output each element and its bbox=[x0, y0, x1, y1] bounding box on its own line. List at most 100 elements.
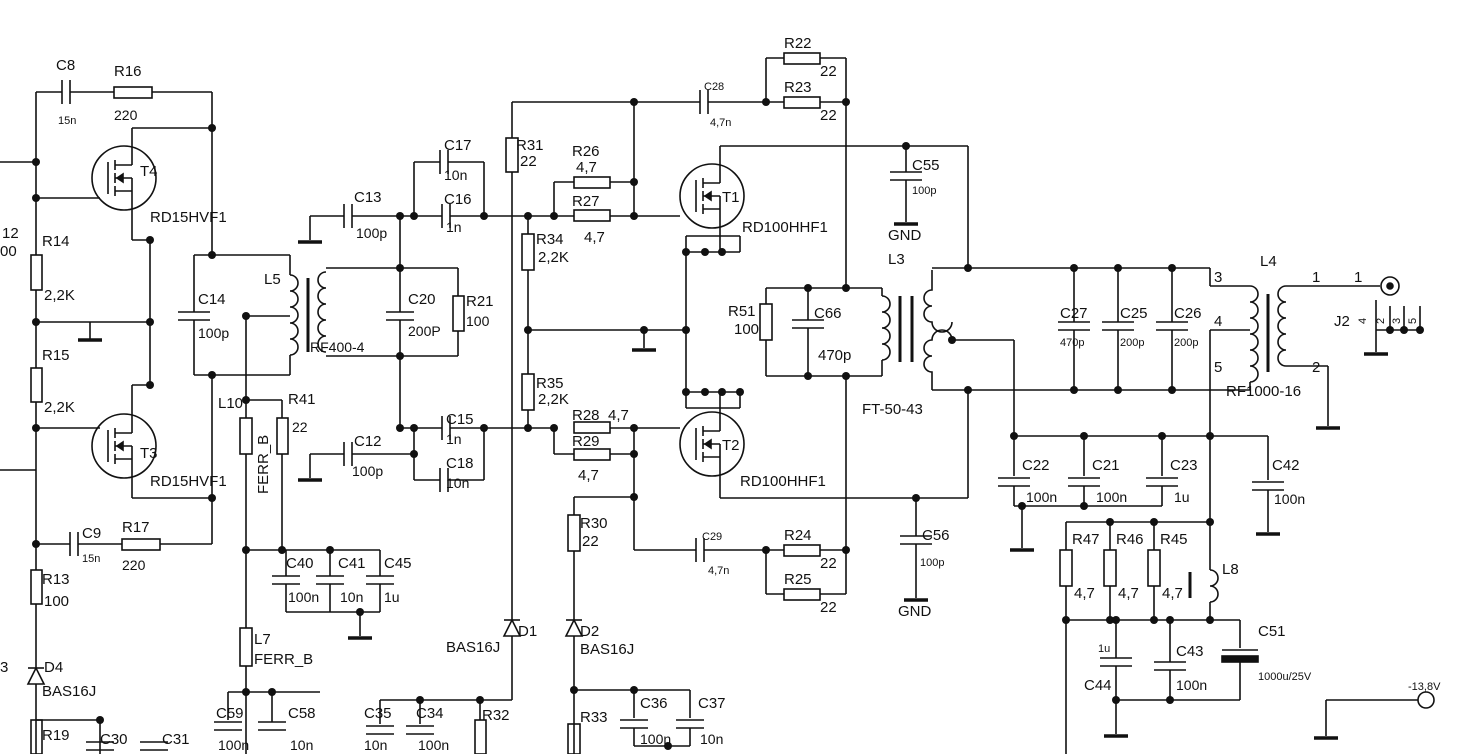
c9-value: 15n bbox=[82, 553, 100, 565]
r35-label: R35 bbox=[536, 375, 564, 392]
c12-value: 100p bbox=[352, 463, 383, 479]
l10-type: FERR_B bbox=[255, 435, 272, 494]
c41-value: 10n bbox=[340, 589, 363, 605]
c58-value: 10n bbox=[290, 737, 313, 753]
r28-label: R28 bbox=[572, 407, 600, 424]
d4-label: D4 bbox=[44, 659, 63, 676]
c8-value: 15n bbox=[58, 115, 76, 127]
l4-pin-3: 3 bbox=[1214, 269, 1222, 286]
output-transformer bbox=[759, 264, 1424, 440]
d2-part: BAS16J bbox=[580, 641, 634, 658]
c56-value: 100p bbox=[920, 557, 944, 569]
c20-value: 200P bbox=[408, 323, 441, 339]
r21-value: 100 bbox=[466, 313, 490, 329]
r12-value-fragment: 00 bbox=[0, 243, 17, 260]
rf1000-label: RF1000-16 bbox=[1226, 383, 1301, 400]
t3-label: T3 bbox=[140, 445, 158, 462]
r16-label: R16 bbox=[114, 63, 142, 80]
c55-value: 100p bbox=[912, 185, 936, 197]
c27-label: C27 bbox=[1060, 305, 1088, 322]
r34-value: 2,2K bbox=[538, 249, 569, 266]
gnd-label-bottom: GND bbox=[898, 603, 932, 620]
r17-value: 220 bbox=[122, 557, 146, 573]
c28-value: 4,7n bbox=[710, 117, 731, 129]
r27-label: R27 bbox=[572, 193, 600, 210]
c18-value: 10n bbox=[446, 475, 469, 491]
gnd-label-top: GND bbox=[888, 227, 922, 244]
c42-value: 100n bbox=[1274, 491, 1305, 507]
d2-label: D2 bbox=[580, 623, 599, 640]
c8-label: C8 bbox=[56, 57, 75, 74]
c51-label: C51 bbox=[1258, 623, 1286, 640]
t4-part: RD15HVF1 bbox=[150, 209, 227, 226]
c21-label: C21 bbox=[1092, 457, 1120, 474]
r22-label: R22 bbox=[784, 35, 812, 52]
bias-feed bbox=[214, 316, 487, 754]
c66-value: 470p bbox=[818, 347, 851, 364]
c16-value: 1n bbox=[446, 219, 462, 235]
r51-label: R51 bbox=[728, 303, 756, 320]
j2-pin-4: 4 bbox=[1357, 318, 1369, 324]
l7-label: L7 bbox=[254, 631, 271, 648]
feedback-network bbox=[634, 52, 850, 601]
r29-value: 4,7 bbox=[578, 467, 599, 484]
l10-label: L10 bbox=[218, 395, 243, 412]
r31-value: 22 bbox=[520, 153, 537, 170]
r27-value: 4,7 bbox=[584, 229, 605, 246]
t3-part: RD15HVF1 bbox=[150, 473, 227, 490]
r13-label: R13 bbox=[42, 571, 70, 588]
r25-label: R25 bbox=[784, 571, 812, 588]
r15-label: R15 bbox=[42, 347, 70, 364]
r13-value: 100 bbox=[44, 593, 69, 610]
c20-label: C20 bbox=[408, 291, 436, 308]
c40-label: C40 bbox=[286, 555, 314, 572]
r24-label: R24 bbox=[784, 527, 812, 544]
r19-label: R19 bbox=[42, 727, 70, 744]
r25-value: 22 bbox=[820, 599, 837, 616]
c18-label: C18 bbox=[446, 455, 474, 472]
l4-pin-1: 1 bbox=[1312, 269, 1320, 286]
c17-label: C17 bbox=[444, 137, 472, 154]
r46-label: R46 bbox=[1116, 531, 1144, 548]
r23-label: R23 bbox=[784, 79, 812, 96]
c43-value: 100n bbox=[1176, 677, 1207, 693]
c42-label: C42 bbox=[1272, 457, 1300, 474]
c59-value: 100n bbox=[218, 737, 249, 753]
l4-label: L4 bbox=[1260, 253, 1277, 270]
r51-value: 100 bbox=[734, 321, 759, 338]
c26-value: 200p bbox=[1174, 337, 1198, 349]
r35-value: 2,2K bbox=[538, 391, 569, 408]
drain-bypass bbox=[890, 142, 932, 602]
c9-label: C9 bbox=[82, 525, 101, 542]
c13-label: C13 bbox=[354, 189, 382, 206]
r26-label: R26 bbox=[572, 143, 600, 160]
r23-value: 22 bbox=[820, 107, 837, 124]
c23-label: C23 bbox=[1170, 457, 1198, 474]
c29-label: C29 bbox=[702, 531, 722, 543]
ft5043-label: FT-50-43 bbox=[862, 401, 923, 418]
r14-label: R14 bbox=[42, 233, 70, 250]
c30-label: C30 bbox=[100, 731, 128, 748]
c23-value: 1u bbox=[1174, 489, 1190, 505]
l4-pin-2: 2 bbox=[1312, 359, 1320, 376]
r46-value: 4,7 bbox=[1118, 585, 1139, 602]
r34-label: R34 bbox=[536, 231, 564, 248]
t2-part: RD100HHF1 bbox=[740, 473, 826, 490]
c36-label: C36 bbox=[640, 695, 668, 712]
c45-value: 1u bbox=[384, 589, 400, 605]
c35-value: 10n bbox=[364, 737, 387, 753]
c13-value: 100p bbox=[356, 225, 387, 241]
c26-label: C26 bbox=[1174, 305, 1202, 322]
c25-value: 200p bbox=[1120, 337, 1144, 349]
c37-value: 10n bbox=[700, 731, 723, 747]
rf400-label: RF400-4 bbox=[310, 339, 365, 355]
r26-value: 4,7 bbox=[576, 159, 597, 176]
r30-label: R30 bbox=[580, 515, 608, 532]
d4-pin: 3 bbox=[0, 659, 8, 676]
d1-label: D1 bbox=[518, 623, 537, 640]
c34-value: 100n bbox=[418, 737, 449, 753]
r15-value: 2,2K bbox=[44, 399, 75, 416]
interstage-transformer bbox=[178, 150, 554, 492]
r28-value: 4,7 bbox=[608, 407, 629, 424]
